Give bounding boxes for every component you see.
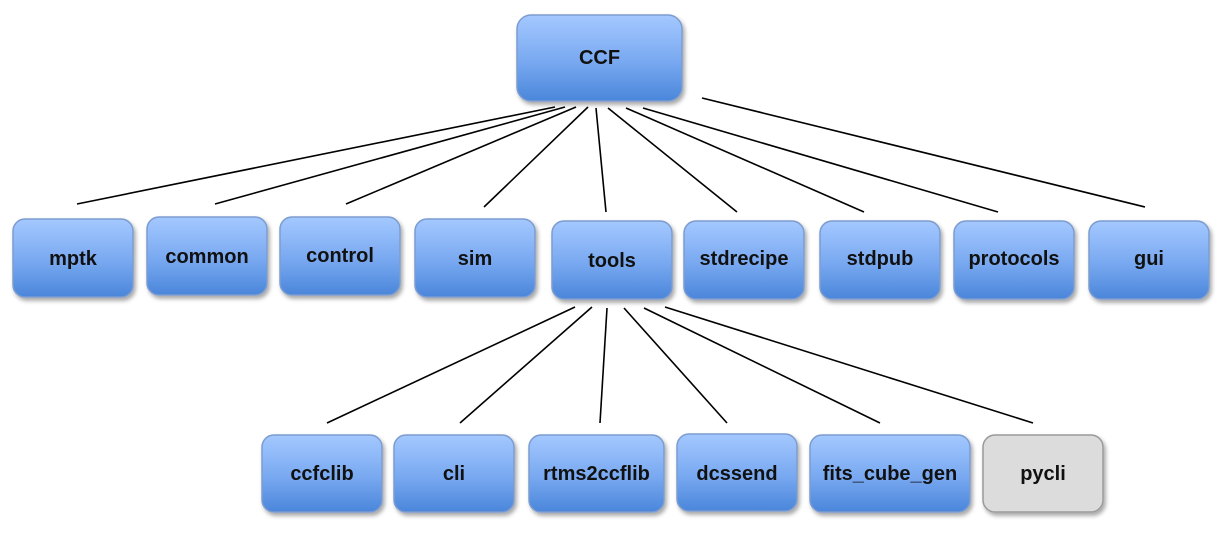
node-ccfclib: ccfclib (261, 434, 383, 513)
node-common: common (146, 216, 268, 296)
edge-ccf-stdrecipe (607, 107, 738, 213)
node-label-ccfclib: ccfclib (290, 463, 353, 485)
level1-nodes: mptk common control sim tools stdrecipe … (12, 216, 1210, 300)
node-label-common: common (165, 246, 248, 268)
node-control: control (279, 216, 401, 296)
node-label-control: control (306, 245, 374, 267)
edge-tools-cli (459, 306, 593, 424)
node-sim: sim (414, 218, 536, 298)
edge-ccf-sim (483, 106, 589, 208)
node-label-fits-cube-gen: fits_cube_gen (823, 463, 957, 485)
edge-ccf-protocols (642, 107, 999, 213)
node-tools: tools (551, 220, 673, 300)
node-stdpub: stdpub (819, 220, 941, 300)
node-dcssend: dcssend (676, 433, 798, 512)
edge-tools-dcssend (623, 307, 728, 424)
edge-ccf-gui (701, 97, 1146, 208)
edge-ccf-mptk (76, 106, 556, 205)
node-label-mptk: mptk (49, 248, 98, 270)
root-connectors (76, 97, 1146, 213)
edge-tools-ccfclib (326, 306, 576, 424)
node-mptk: mptk (12, 218, 134, 298)
node-label-protocols: protocols (968, 248, 1059, 270)
node-label-pycli: pycli (1020, 463, 1066, 485)
node-cli: cli (393, 434, 515, 513)
node-pycli: pycli (982, 434, 1104, 513)
node-stdrecipe: stdrecipe (683, 220, 805, 300)
node-ccf: CCF (516, 14, 683, 102)
edge-ccf-tools (595, 107, 607, 213)
node-gui: gui (1088, 220, 1210, 300)
node-fits-cube-gen: fits_cube_gen (809, 434, 971, 513)
edge-tools-rtms2ccflib (599, 307, 608, 424)
node-label-cli: cli (443, 463, 465, 485)
edge-ccf-common (214, 106, 566, 205)
node-label-rtms2ccflib: rtms2ccflib (543, 463, 650, 485)
node-label-stdpub: stdpub (847, 248, 914, 270)
node-label-gui: gui (1134, 248, 1164, 270)
edge-tools-pycli (664, 306, 1034, 424)
level2-nodes: ccfclib cli rtms2ccflib dcssend fits_cub… (261, 433, 1104, 513)
node-label-dcssend: dcssend (696, 463, 777, 485)
node-label-tools: tools (588, 250, 636, 272)
edge-ccf-stdpub (625, 107, 865, 213)
node-label-sim: sim (458, 248, 492, 270)
tools-connectors (326, 306, 1034, 424)
node-rtms2ccflib: rtms2ccflib (528, 434, 665, 513)
edge-ccf-control (345, 106, 577, 205)
node-protocols: protocols (953, 220, 1075, 300)
node-label-stdrecipe: stdrecipe (700, 248, 789, 270)
node-label-ccf: CCF (579, 47, 620, 69)
edge-tools-fits-cube-gen (643, 307, 881, 424)
